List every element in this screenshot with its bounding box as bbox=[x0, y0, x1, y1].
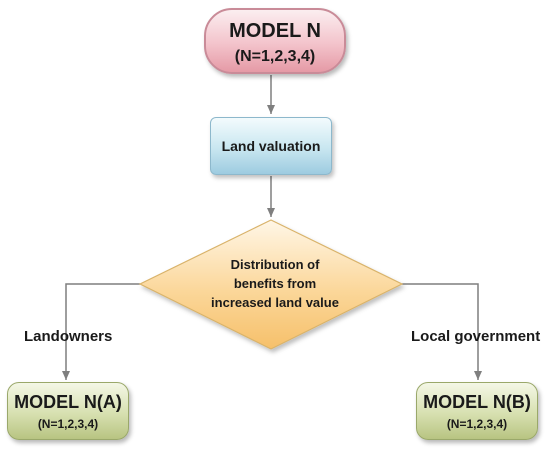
model-b-subtitle: (N=1,2,3,4) bbox=[446, 417, 508, 431]
branch-label-local-government: Local government bbox=[411, 328, 541, 345]
model-n-node: MODEL N (N=1,2,3,4) bbox=[204, 8, 346, 74]
arrow-decision-to-model-b bbox=[402, 283, 482, 380]
decision-diamond bbox=[138, 219, 404, 350]
land-valuation-node: Land valuation bbox=[210, 117, 332, 175]
model-n-title: MODEL N bbox=[229, 20, 321, 42]
decision-text-line-1: Distribution of bbox=[230, 257, 320, 272]
model-n-subtitle: (N=1,2,3,4) bbox=[234, 48, 316, 65]
model-b-node: MODEL N(B) (N=1,2,3,4) bbox=[416, 382, 538, 440]
decision-text-line-3: increased land value bbox=[211, 295, 339, 310]
branch-label-landowners: Landowners bbox=[24, 328, 113, 345]
model-a-node: MODEL N(A) (N=1,2,3,4) bbox=[7, 382, 129, 440]
decision-text-line-2: benefits from bbox=[233, 276, 317, 291]
arrow-decision-to-model-a bbox=[62, 283, 140, 380]
model-a-title: MODEL N(A) bbox=[14, 392, 122, 412]
model-b-title: MODEL N(B) bbox=[423, 392, 531, 412]
land-valuation-label: Land valuation bbox=[221, 138, 321, 154]
model-a-subtitle: (N=1,2,3,4) bbox=[37, 417, 99, 431]
